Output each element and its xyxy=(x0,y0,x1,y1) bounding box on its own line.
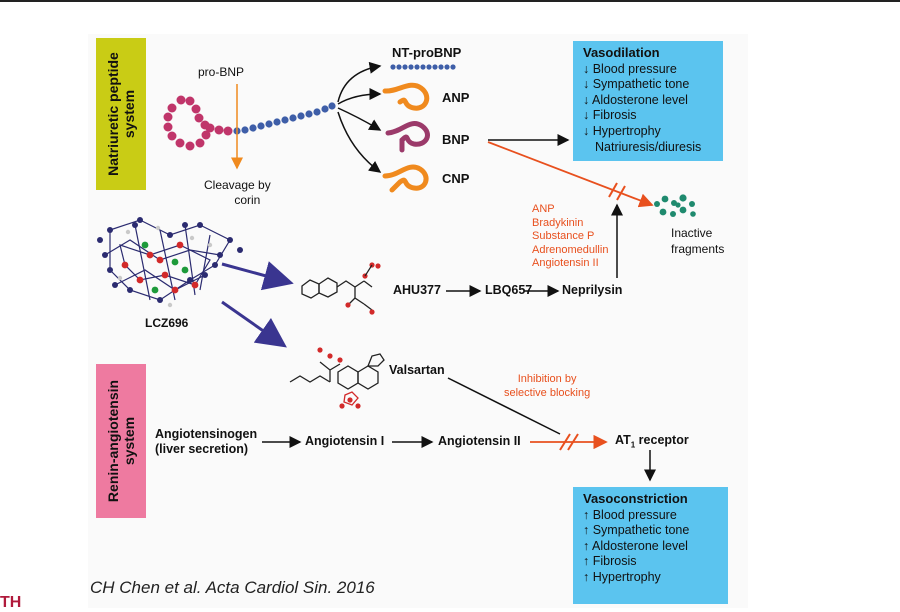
arrow-to-bnp xyxy=(337,107,382,131)
vasodilation-item: ↓ Hypertrophy xyxy=(583,123,661,138)
arrow-to-anp xyxy=(337,88,382,105)
angiotensin-2-label: Angiotensin II xyxy=(438,434,521,448)
valsartan-blocking-line xyxy=(447,377,561,435)
valsartan-label: Valsartan xyxy=(389,363,445,377)
at-subscript: 1 xyxy=(630,440,636,450)
ahu377-label: AHU377 xyxy=(393,283,441,297)
natriuretic-system-label: Natriuretic peptide system xyxy=(96,38,146,190)
lcz696-atoms xyxy=(97,217,243,308)
valsartan-oxygens xyxy=(317,347,361,409)
inactive-fragments-label: Inactive fragments xyxy=(671,225,724,257)
pro-bnp-label: pro-BNP xyxy=(198,65,245,79)
vasodilation-item: ↓ Fibrosis xyxy=(583,108,637,123)
vasoconstriction-box: Vasoconstriction ↑ Blood pressure ↑ Symp… xyxy=(573,487,728,604)
nt-probnp-label: NT-proBNP xyxy=(392,45,462,60)
vasodilation-item: Natriuresis/diuresis xyxy=(595,139,702,154)
citation: CH Chen et al. Acta Cardiol Sin. 2016 xyxy=(90,578,375,597)
vasodilation-list: ↓ Blood pressure ↓ Sympathetic tone ↓ Al… xyxy=(583,62,713,156)
at-text: AT xyxy=(615,433,631,447)
substrate-item: Bradykinin xyxy=(532,216,584,229)
arrow-lcz-ahu377 xyxy=(221,261,294,291)
inactive-fragments-dots xyxy=(654,194,696,217)
vasodilation-item: ↓ Sympathetic tone xyxy=(583,77,690,92)
substrate-item: Adrenomedullin xyxy=(532,243,609,256)
lcz696-molecule xyxy=(104,219,231,301)
anp-molecule xyxy=(382,82,430,111)
vasodilation-box: Vasodilation ↓ Blood pressure ↓ Sympathe… xyxy=(573,41,723,161)
cleavage-line1: Cleavage by xyxy=(204,178,271,192)
bnp-molecule xyxy=(385,121,430,153)
inhibition-label: Inhibition by selective blocking xyxy=(504,373,590,400)
inhibition-line1: Inhibition by xyxy=(517,373,577,385)
arrow-lcz-valsartan xyxy=(221,300,287,348)
substrate-item: Angiotensin II xyxy=(532,257,599,269)
angiotensin-1-label: Angiotensin I xyxy=(305,434,385,448)
vasoconstriction-item: ↑ Sympathetic tone xyxy=(583,523,690,538)
anp-label: ANP xyxy=(442,90,470,105)
pro-bnp-molecule xyxy=(163,95,233,151)
inhibition-line2: selective blocking xyxy=(504,386,591,399)
neprilysin-substrates: ANP Bradykinin Substance P Adrenomedulli… xyxy=(532,203,608,271)
ahu377-oxygens xyxy=(345,262,381,315)
top-border xyxy=(0,0,900,2)
vasodilation-item: ↓ Aldosterone level xyxy=(583,92,688,107)
angiotensinogen-line1: Angiotensinogen xyxy=(155,427,258,441)
receptor-text: receptor xyxy=(635,433,689,447)
substrate-item: Substance P xyxy=(532,230,595,242)
vasoconstriction-title: Vasoconstriction xyxy=(583,491,688,506)
angiotensinogen-label: Angiotensinogen (liver secretion) xyxy=(155,427,257,457)
lbq657-label: LBQ657 xyxy=(485,283,533,297)
at1-block-mark-a xyxy=(559,433,571,451)
angiotensinogen-line2: (liver secretion) xyxy=(155,442,249,456)
vasoconstriction-item: ↑ Hypertrophy xyxy=(583,569,661,584)
substrate-item: ANP xyxy=(532,203,555,215)
vasodilation-item: ↓ Blood pressure xyxy=(583,61,677,76)
cleavage-label: Cleavage by corin xyxy=(204,178,271,208)
nt-probnp-chain xyxy=(390,64,456,70)
cnp-label: CNP xyxy=(442,171,470,186)
renin-system-label: Renin-angiotensin system xyxy=(96,364,146,518)
neprilysin-label: Neprilysin xyxy=(562,283,623,297)
vasodilation-title: Vasodilation xyxy=(583,45,660,60)
arrow-to-cnp xyxy=(337,111,382,173)
inactive-line2: fragments xyxy=(671,242,725,256)
vasoconstriction-item: ↑ Fibrosis xyxy=(583,554,637,569)
cnp-molecule xyxy=(382,164,429,193)
block-mark-a xyxy=(608,182,618,198)
corner-fragment: TH xyxy=(0,594,22,611)
pro-bnp-tail xyxy=(233,102,336,135)
arrow-to-ntprobnp xyxy=(337,61,382,103)
vasoconstriction-item: ↑ Aldosterone level xyxy=(583,538,688,553)
vasoconstriction-item: ↑ Blood pressure xyxy=(583,507,677,522)
ahu377-structure xyxy=(301,277,373,311)
inactive-line1: Inactive xyxy=(671,226,713,240)
cleavage-line2: corin xyxy=(234,193,261,207)
lcz696-label: LCZ696 xyxy=(145,316,189,330)
block-mark-b xyxy=(616,185,626,201)
vasoconstriction-list: ↑ Blood pressure ↑ Sympathetic tone ↑ Al… xyxy=(583,508,718,586)
valsartan-structure xyxy=(289,353,385,390)
arrow-bnp-degradation xyxy=(487,141,654,208)
bnp-label: BNP xyxy=(442,132,470,147)
at1-block-mark-b xyxy=(567,433,579,451)
at1-receptor-label: AT1 receptor xyxy=(615,433,689,450)
